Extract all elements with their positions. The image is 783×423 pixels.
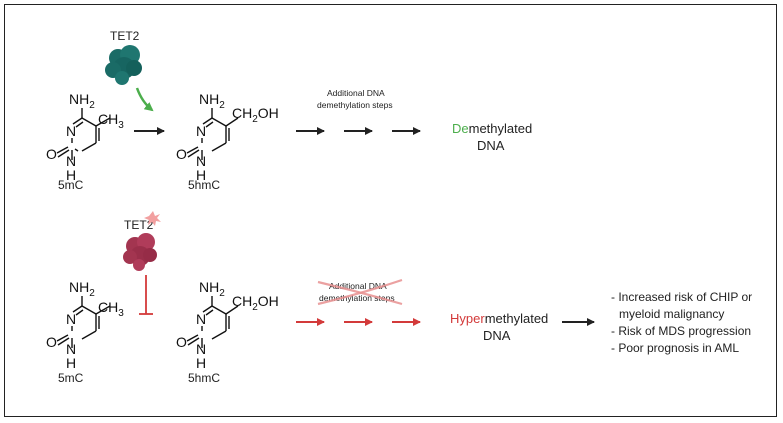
top-5hmc-nh2: NH2 — [199, 91, 225, 111]
outcome-item-1-cont: myeloid malignancy — [619, 307, 724, 321]
bottom-tet2-protein-icon — [123, 233, 157, 271]
top-result-line1: Demethylated — [452, 121, 532, 136]
bottom-5hmc-nh2: NH2 — [199, 279, 225, 299]
bottom-5mc-n: N — [66, 311, 76, 327]
top-5mc-label: 5mC — [58, 178, 84, 192]
bottom-5mc-nh2: NH2 — [69, 279, 95, 299]
bottom-5mc-h: H — [66, 355, 76, 371]
top-5mc-ch3: CH3 — [98, 111, 124, 131]
bottom-5hmc-structure: NH2 N O N H CH2OH — [176, 279, 279, 371]
bottom-5mc-structure: NH2 N O N H CH3 — [46, 279, 124, 371]
bottom-5hmc-label: 5hmC — [188, 371, 220, 385]
top-5hmc-n: N — [196, 123, 206, 139]
top-5hmc-ch2oh: CH2OH — [232, 105, 279, 125]
top-5hmc-structure: NH2 N O N H CH2OH — [176, 91, 279, 183]
bottom-5mc-nh-ring: N — [66, 341, 76, 357]
top-5mc-structure: NH2 N O N H CH3 — [46, 91, 124, 183]
top-steps-line1: Additional DNA — [327, 88, 385, 98]
top-5mc-nh-ring: N — [66, 153, 76, 169]
bottom-5hmc-o: O — [176, 334, 187, 350]
bottom-5mc-ch3: CH3 — [98, 299, 124, 319]
bottom-5mc-o: O — [46, 334, 57, 350]
bottom-5mc-label: 5mC — [58, 371, 84, 385]
bottom-5hmc-nh-ring: N — [196, 341, 206, 357]
bottom-5hmc-ch2oh: CH2OH — [232, 293, 279, 313]
mutation-star-icon — [144, 211, 161, 226]
outcome-item-2: - Risk of MDS progression — [611, 324, 751, 338]
top-5hmc-o: O — [176, 146, 187, 162]
bottom-steps-line1: Additional DNA — [329, 281, 387, 291]
bottom-row: TET2 NH2 — [46, 211, 752, 385]
top-enzyme-label: TET2 — [110, 29, 140, 43]
top-result-line2: DNA — [477, 138, 505, 153]
top-5hmc-nh-ring: N — [196, 153, 206, 169]
bottom-enzyme-label: TET2 — [124, 218, 154, 232]
top-5mc-nh2: NH2 — [69, 91, 95, 111]
bottom-result-line2: DNA — [483, 328, 511, 343]
top-tet2-protein-icon — [105, 45, 142, 85]
top-5hmc-label: 5hmC — [188, 178, 220, 192]
bottom-steps-line2: demethylation steps — [319, 293, 395, 303]
bottom-result-line1: Hypermethylated — [450, 311, 548, 326]
bottom-5hmc-h: H — [196, 355, 206, 371]
top-steps-line2: demethylation steps — [317, 100, 393, 110]
top-5hmc-h: H — [196, 167, 206, 183]
top-5mc-h: H — [66, 167, 76, 183]
figure-frame — [4, 4, 777, 417]
outcome-item-3: - Poor prognosis in AML — [611, 341, 739, 355]
top-activation-arrow — [135, 87, 154, 112]
cross-out-icon — [317, 278, 403, 306]
outcome-item-1: - Increased risk of CHIP or — [611, 290, 752, 304]
top-row: TET2 NH2 — [46, 29, 532, 192]
top-5mc-o: O — [46, 146, 57, 162]
top-5mc-n: N — [66, 123, 76, 139]
bottom-5hmc-n: N — [196, 311, 206, 327]
